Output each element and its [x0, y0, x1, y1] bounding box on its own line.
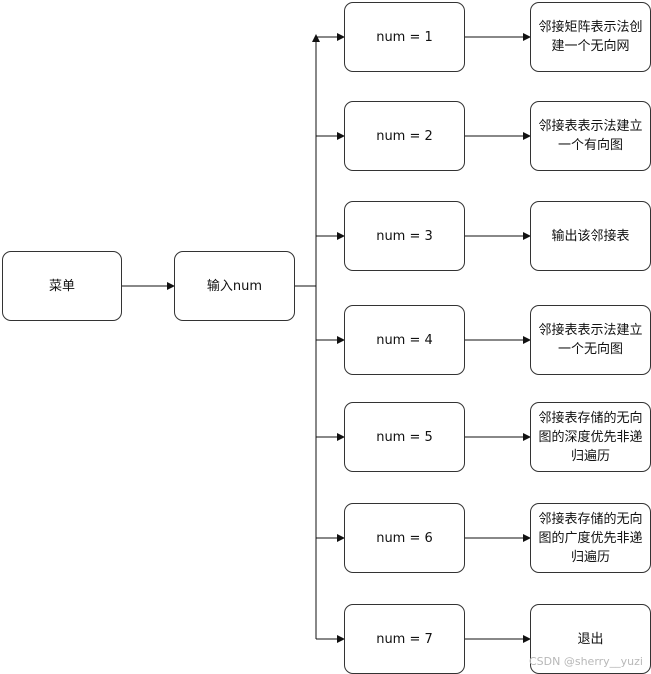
condition-node-1: num = 1 — [344, 2, 465, 72]
result-node-7: 退出 — [530, 604, 651, 674]
csdn-watermark: CSDN @sherry__yuzi — [528, 655, 643, 668]
result-node-5: 邻接表存储的无向图的深度优先非递归遍历 — [530, 402, 651, 472]
condition-node-3: num = 3 — [344, 201, 465, 271]
result-node-3: 输出该邻接表 — [530, 201, 651, 271]
condition-node-2: num = 2 — [344, 101, 465, 171]
condition-node-5: num = 5 — [344, 402, 465, 472]
condition-node-6: num = 6 — [344, 503, 465, 573]
condition-node-7: num = 7 — [344, 604, 465, 674]
result-node-2: 邻接表表示法建立一个有向图 — [530, 101, 651, 171]
result-node-4: 邻接表表示法建立一个无向图 — [530, 305, 651, 375]
result-node-1: 邻接矩阵表示法创建一个无向网 — [530, 2, 651, 72]
menu-node: 菜单 — [2, 251, 122, 321]
result-node-6: 邻接表存储的无向图的广度优先非递归遍历 — [530, 503, 651, 573]
condition-node-4: num = 4 — [344, 305, 465, 375]
input-num-node: 输入num — [174, 251, 295, 321]
